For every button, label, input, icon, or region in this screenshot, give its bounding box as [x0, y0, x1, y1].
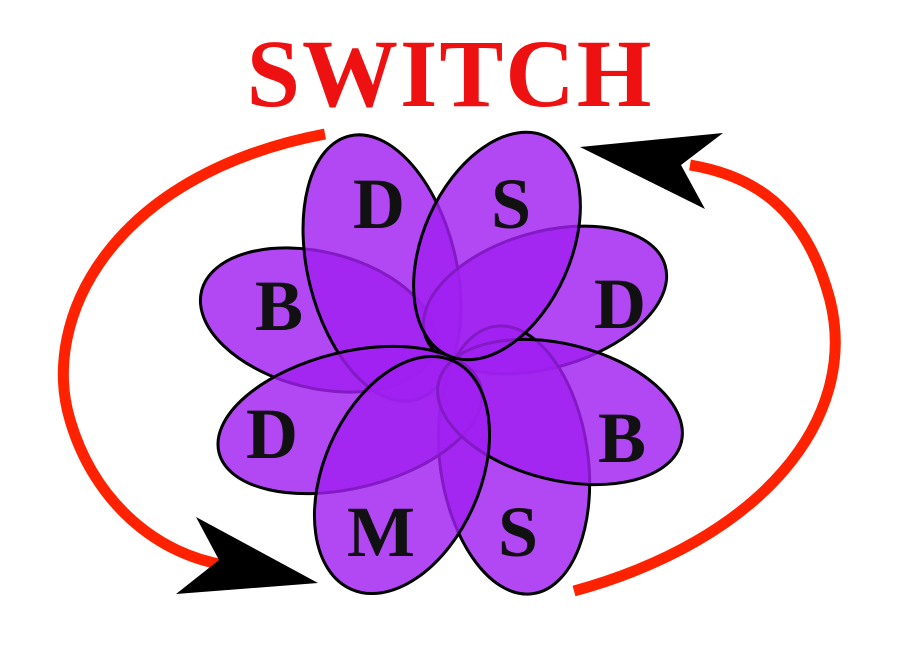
petal-label-top-right: S	[491, 164, 531, 244]
diagram-title: SWITCH	[246, 20, 654, 127]
petal-label-left-upper: B	[255, 266, 303, 346]
petal-label-left-lower: D	[246, 394, 298, 474]
petal-label-bottom-left: M	[347, 492, 415, 572]
petal-label-right-lower: B	[598, 398, 646, 478]
petal-top-right	[412, 130, 582, 362]
right-arrowhead	[580, 133, 723, 209]
petal-label-top-left: D	[353, 164, 405, 244]
petal-label-bottom-right: S	[498, 492, 538, 572]
petal-bottom-left	[312, 354, 492, 596]
left-cycle-arrow	[57, 128, 327, 571]
left-arrowhead	[176, 517, 318, 594]
right-cycle-arrow	[572, 159, 841, 597]
petal-label-right-upper: D	[594, 264, 646, 344]
